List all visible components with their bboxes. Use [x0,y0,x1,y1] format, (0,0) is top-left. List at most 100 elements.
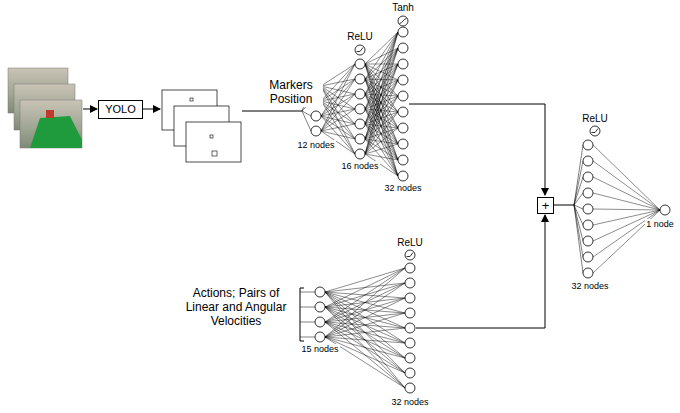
weight-line [365,79,398,112]
weight-line [325,292,405,373]
tanh-curve [400,19,407,24]
marker-box [210,135,213,138]
weight-line [321,131,355,139]
layer-size: 32 nodes [570,281,609,291]
weight-line [321,64,355,131]
relu-curve [407,253,414,257]
weight-line [321,86,355,139]
relu-icon [590,126,600,136]
weight-line [325,268,405,307]
weight-line [365,64,398,79]
weight-line [321,79,355,131]
neuron [405,323,415,333]
activation-name: ReLU [581,113,609,125]
weight-line [365,64,398,176]
neuron [398,171,408,181]
input-line [300,322,315,323]
neuron [398,59,408,69]
neuron [355,104,365,114]
merge-line [409,104,545,195]
neuron [398,123,408,133]
neuron [315,317,325,327]
neuron [355,89,365,99]
layer-size: 32 nodes [390,397,429,407]
neuron [583,236,593,246]
neuron [583,172,593,182]
weight-line [325,322,405,388]
process-box: YOLO [98,100,143,119]
marker-box [190,98,193,101]
input-line [574,177,583,205]
weight-line [365,124,398,160]
neuron [405,353,415,363]
weight-line [365,79,398,144]
input-line [574,205,583,257]
frame [186,122,241,162]
sum-box: + [537,197,554,214]
input-line [574,193,583,205]
weight-line [593,177,660,210]
neuron [398,75,408,85]
neuron [660,205,670,215]
input-line [300,292,315,293]
bracket [300,288,304,341]
input-line [574,145,583,205]
weight-line [365,64,398,94]
weight-line [593,145,660,210]
weight-line [321,109,355,131]
weight-line [325,328,405,337]
neuron [311,111,321,121]
relu-icon [355,45,365,55]
layer-size: 12 nodes [296,140,335,150]
weight-line [365,80,398,94]
marker [46,110,54,118]
relu-icon [405,250,415,260]
weight-line [365,32,398,154]
weight-line [365,48,398,154]
merge-line [554,205,574,206]
input-line [574,205,583,273]
weight-line [365,32,398,109]
weight-line [365,96,398,124]
merge-line [416,215,545,328]
photo [20,100,82,148]
neuron [355,74,365,84]
neuron [405,338,415,348]
weight-line [321,64,355,116]
neuron [583,220,593,230]
weight-line [321,101,355,139]
weight-line [325,268,405,292]
input-label: Actions; Pairs of Linear and Angular Vel… [175,287,297,328]
input-line [242,111,302,112]
weight-line [325,298,405,337]
neuron [311,126,321,136]
weight-line [365,128,398,154]
neuron [355,59,365,69]
weight-line [365,139,398,160]
weight-line [325,337,405,373]
weight-line [325,307,405,373]
weight-line [365,112,398,154]
activation-name: ReLU [346,31,374,43]
neuron [398,155,408,165]
node-text: + [542,199,550,212]
green-robot [30,116,82,148]
arrow [83,109,97,110]
weight-line [325,313,405,337]
weight-line [593,209,660,210]
input-line [300,307,315,308]
weight-line [321,124,355,131]
input-label: Markers Position [259,79,323,107]
input-line [574,205,583,241]
arrow [143,109,160,110]
weight-line [325,268,405,337]
neuron [398,139,408,149]
weight-line [321,94,355,131]
activation-name: Tanh [391,2,415,14]
weight-line [365,64,398,154]
neuron [315,332,325,342]
input-line [302,111,311,131]
weight-line [365,96,398,154]
neuron [355,134,365,144]
